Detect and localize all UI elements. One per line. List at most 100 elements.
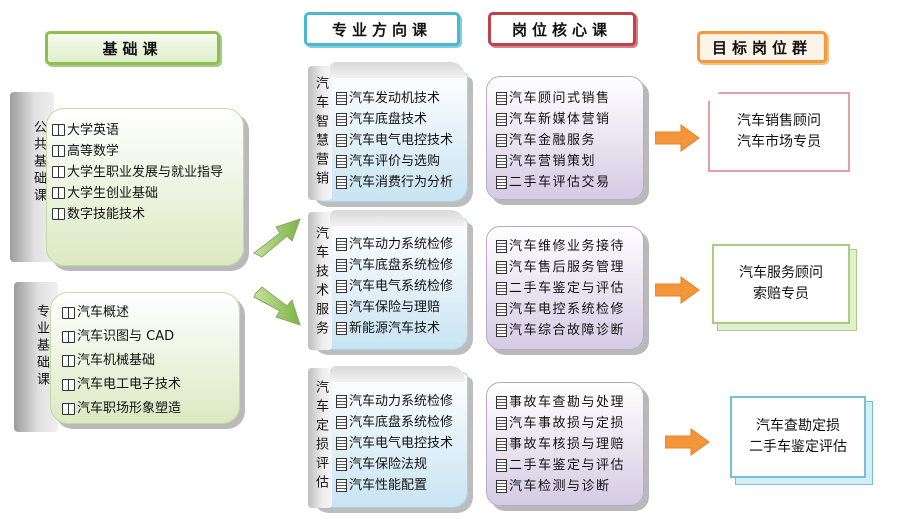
list-item: 汽车动力系统检修 (336, 391, 453, 412)
list-item: 汽车底盘系统检修 (336, 412, 453, 433)
document-icon (336, 92, 347, 105)
public-basic-label: 公共基础课 (31, 120, 46, 205)
header-direction: 专业方向课 (304, 12, 460, 46)
list-item: 汽车售后服务管理 (496, 257, 625, 278)
direction-tab-3: 汽车定损评估 (308, 368, 332, 508)
document-icon (496, 324, 507, 337)
header-core: 岗位核心课 (488, 12, 636, 46)
list-item: 汽车电控系统检修 (496, 299, 625, 320)
document-icon (496, 417, 507, 430)
book-icon (52, 124, 65, 136)
document-icon (336, 416, 347, 429)
document-icon (496, 459, 507, 472)
direction-box-2 (308, 218, 468, 350)
book-icon (52, 208, 65, 220)
document-icon (496, 92, 507, 105)
direction-box-3 (308, 372, 468, 508)
document-icon (496, 303, 507, 316)
header-basic: 基础课 (45, 31, 220, 65)
arrow-right-icon (665, 428, 710, 456)
direction-tab-1: 汽车智慧营销 (308, 66, 332, 200)
arrow-down-right-icon (253, 286, 301, 326)
target-line: 汽车查勘定损 (756, 418, 840, 434)
arrow-right-icon (655, 124, 700, 152)
list-item: 汽车消费行为分析 (336, 172, 453, 193)
list-item: 大学生职业发展与就业指导 (52, 162, 240, 183)
list-item: 高等数学 (52, 141, 240, 162)
document-icon (496, 134, 507, 147)
target-line: 索赔专员 (753, 286, 809, 302)
direction-tab-2: 汽车技术服务 (308, 212, 332, 350)
core-list-3: 事故车查勘与处理 汽车事故损与定损 事故车核损与理赔 二手车鉴定与评估 汽车检测… (496, 392, 625, 497)
target-line: 汽车销售顾问 (737, 113, 821, 129)
document-icon (336, 301, 347, 314)
target-box-3: 汽车查勘定损 二手车鉴定评估 (730, 396, 866, 478)
list-item: 大学英语 (52, 120, 240, 141)
list-item: 汽车维修业务接待 (496, 236, 625, 257)
target-box-2: 汽车服务顾问 索赔专员 (712, 244, 850, 324)
list-item: 汽车性能配置 (336, 475, 453, 496)
core-box-3 (486, 382, 644, 506)
major-basic-list: 汽车概述 汽车识图与 CAD 汽车机械基础 汽车电工电子技术 汽车职场形象塑造 (62, 301, 181, 421)
target-line: 汽车服务顾问 (739, 265, 823, 281)
core-list-2: 汽车维修业务接待 汽车售后服务管理 二手车鉴定与评估 汽车电控系统检修 汽车综合… (496, 236, 625, 341)
document-icon (336, 155, 347, 168)
list-item: 汽车保险与理赔 (336, 297, 453, 318)
direction-list-2: 汽车动力系统检修 汽车底盘系统检修 汽车电气系统检修 汽车保险与理赔 新能源汽车… (336, 234, 453, 339)
book-icon (52, 166, 65, 178)
major-basic-label: 专业基础课 (34, 304, 49, 389)
list-item: 汽车新媒体营销 (496, 109, 611, 130)
document-icon (336, 259, 347, 272)
document-icon (336, 395, 347, 408)
book-icon (62, 379, 75, 391)
direction-tab-top-2 (330, 210, 465, 226)
list-item: 事故车查勘与处理 (496, 392, 625, 413)
header-target: 目标岗位群 (697, 31, 827, 63)
list-item: 汽车动力系统检修 (336, 234, 453, 255)
list-item: 汽车营销策划 (496, 151, 611, 172)
direction-box-1 (308, 72, 468, 202)
list-item: 汽车底盘系统检修 (336, 255, 453, 276)
list-item: 汽车电工电子技术 (62, 373, 181, 397)
core-box-2 (486, 226, 644, 350)
document-icon (336, 176, 347, 189)
core-list-1: 汽车顾问式销售 汽车新媒体营销 汽车金融服务 汽车营销策划 二手车评估交易 (496, 88, 611, 193)
list-item: 汽车事故损与定损 (496, 413, 625, 434)
list-item: 二手车鉴定与评估 (496, 278, 625, 299)
list-item: 汽车机械基础 (62, 349, 181, 373)
public-basic-list: 大学英语 高等数学 大学生职业发展与就业指导 大学生创业基础 数字技能技术 (52, 120, 240, 225)
book-icon (62, 331, 75, 343)
document-icon (336, 134, 347, 147)
arrow-up-right-icon (253, 218, 301, 258)
list-item: 大学生创业基础 (52, 183, 240, 204)
list-item: 数字技能技术 (52, 204, 240, 225)
list-item: 汽车发动机技术 (336, 88, 453, 109)
target-line: 汽车市场专员 (737, 134, 821, 150)
book-icon (62, 355, 75, 367)
list-item: 汽车顾问式销售 (496, 88, 611, 109)
document-icon (496, 261, 507, 274)
list-item: 汽车电气电控技术 (336, 433, 453, 454)
direction-tab-top-3 (330, 366, 465, 382)
book-icon (52, 187, 65, 199)
direction-list-1: 汽车发动机技术 汽车底盘技术 汽车电气电控技术 汽车评价与选购 汽车消费行为分析 (336, 88, 453, 193)
direction-label-1: 汽车智慧营销 (313, 76, 328, 190)
document-icon (336, 437, 347, 450)
list-item: 事故车核损与理赔 (496, 434, 625, 455)
list-item: 汽车底盘技术 (336, 109, 453, 130)
document-icon (496, 113, 507, 126)
document-icon (496, 396, 507, 409)
target-box-1: 汽车销售顾问 汽车市场专员 (708, 92, 850, 172)
list-item: 汽车电气电控技术 (336, 130, 453, 151)
major-basic-box (50, 292, 240, 424)
list-item: 二手车评估交易 (496, 172, 611, 193)
list-item: 汽车概述 (62, 301, 181, 325)
public-basic-box (46, 108, 244, 266)
core-box-1 (486, 76, 644, 200)
arrow-right-icon (655, 276, 700, 304)
document-icon (336, 280, 347, 293)
direction-tab-top-1 (330, 62, 465, 78)
book-icon (62, 403, 75, 415)
document-icon (336, 113, 347, 126)
list-item: 汽车金融服务 (496, 130, 611, 151)
